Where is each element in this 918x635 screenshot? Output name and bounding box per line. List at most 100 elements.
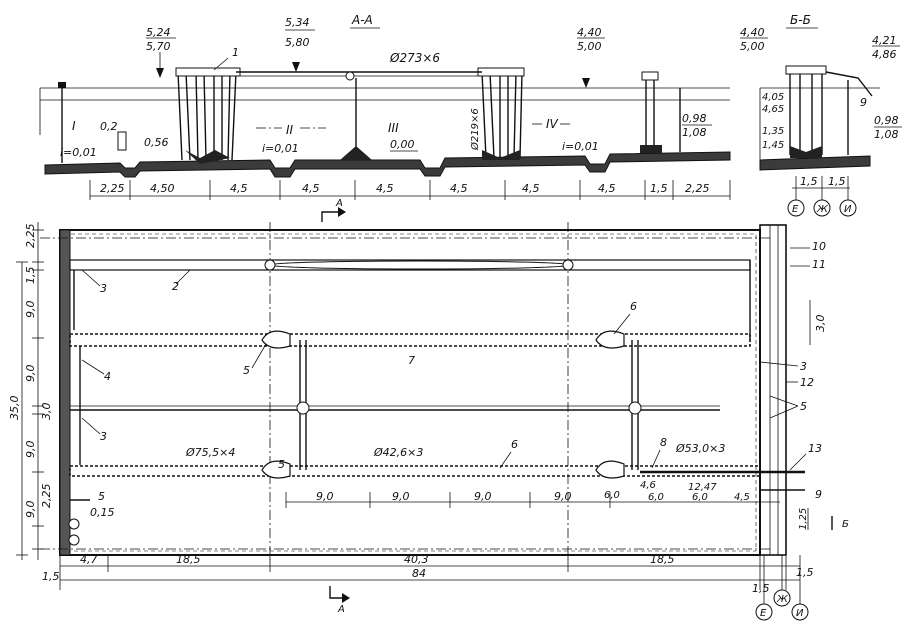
pipe-label-53: Ø53,0×3 [675,442,725,455]
section-bb: Б-Б 4,40 5,00 4,05 4,65 1,35 1,45 4,21 4… [740,13,902,217]
callout-6b: 6 [511,438,518,451]
callout-3c: 3 [800,360,807,373]
left-dim-6: 9,0 [24,501,37,519]
left-dim-1: 1,5 [24,267,37,285]
callout-3b: 3 [100,430,107,443]
sec-aa-dim-4: 4,5 [376,182,394,195]
left-dim-0: 2,25 [24,224,37,249]
plan-axis-e: Е [760,608,767,619]
right-dim-1: 1,25 [798,508,809,530]
zone-ii: II [286,123,294,137]
posts [58,71,681,163]
level-right-top: 4,40 [577,26,602,39]
callout-8: 8 [660,436,667,449]
callout-13: 13 [808,442,822,455]
zone-iii: III [388,121,399,135]
level-mid-top: 5,34 [285,16,310,29]
sec-aa-dim-1: 4,50 [150,182,175,195]
bb-axis-zh: Ж [816,204,829,215]
bb-axis-e: Е [792,204,799,215]
sec-aa-dim-8: 1,5 [650,182,668,195]
left-pipe-cluster: 1 [175,46,241,164]
bb-level-9: 1,08 [874,128,899,141]
inner-dim-3: 9,0 [554,490,572,503]
sec-aa-dim-3: 4,5 [302,182,320,195]
left-dim-9: 35,0 [8,396,21,421]
bb-level-6: 4,21 [872,34,897,47]
left-dim-4: 3,0 [40,403,53,421]
cut-b: Б [842,519,849,530]
bottom-dim-2: 40,3 [404,553,429,566]
left-dim-3: 9,0 [24,365,37,383]
pipe-label-75: Ø75,5×4 [185,446,235,459]
bottom-dim-4: 1,5 [42,570,60,583]
callouts: 2 3 3 4 5 5 5 6 6 7 8 9 10 11 3 1 [81,240,826,503]
partitions [69,259,761,477]
callout-10: 10 [812,240,826,253]
sec-aa-dim-7: 4,5 [598,182,616,195]
bb-level-4: 1,35 [762,126,784,137]
bottom-dim-6: 1,5 [752,582,770,595]
dim-0-56: 0,56 [144,136,169,149]
zone-i: I [72,119,76,133]
pipe-vertical-label: Ø219×6 [469,108,481,151]
inner-dim-9: 4,5 [734,492,750,503]
slope-1: i=0,01 [60,146,97,159]
callout-9: 9 [815,488,822,501]
level-left-bot: 5,70 [146,40,171,53]
dim-0-2: 0,2 [100,120,118,133]
pipe-main-label: Ø273×6 [389,51,440,65]
sec-aa-dim-9: 2,25 [685,182,710,195]
level-far-right-bot: 1,08 [682,126,707,139]
bottom-dim-0: 4,7 [80,553,98,566]
plan-axis-i: И [796,608,804,619]
inner-dim-4: 6,0 [604,490,620,501]
bb-level-8: 0,98 [874,114,899,127]
level-far-right-top: 0,98 [682,112,707,125]
section-aa: А-А 1 [39,13,731,200]
level-right-bot: 5,00 [577,40,602,53]
level-mid-bot: 5,80 [285,36,310,49]
left-dim-7: 2,25 [40,484,53,509]
inner-dim-0: 9,0 [316,490,334,503]
callout-1: 1 [232,46,239,59]
bb-level-0: 4,40 [740,26,765,39]
callout-5d: 5 [800,400,807,413]
right-pipe-cluster: Ø219×6 [469,67,525,160]
foundation [44,151,731,178]
bb-level-2: 4,05 [762,92,784,103]
bottom-dim-7: 1,5 [796,566,814,579]
outer-wall [59,229,761,556]
sec-aa-dim-6: 4,5 [522,182,540,195]
sec-aa-dim-5: 4,5 [450,182,468,195]
inner-dim-5: 4,6 [640,480,656,491]
pipe-nodes [261,330,625,479]
callout-4: 4 [104,370,111,383]
callout-3a: 3 [100,282,107,295]
bb-level-7: 4,86 [872,48,897,61]
inner-dim-8: 6,0 [692,492,708,503]
left-dim-2: 9,0 [24,301,37,319]
left-dim-8: 0,15 [90,506,115,519]
callout-2: 2 [172,280,179,293]
sec-aa-dim-2: 4,5 [230,182,248,195]
slope-2: i=0,01 [262,142,299,155]
callout-5a: 5 [98,490,105,503]
zone-iv: IV [546,117,559,131]
bb-level-3: 4,65 [762,104,784,115]
bb-foundation [759,155,871,171]
level-floor: 0,00 [390,138,415,151]
section-aa-title: А-А [351,13,373,27]
callout-6a: 6 [630,300,637,313]
bb-callout-9: 9 [860,96,867,109]
callout-11: 11 [812,258,826,271]
bb-axis-i: И [844,204,852,215]
callout-5b: 5 [243,364,250,377]
inner-dim-2: 9,0 [474,490,492,503]
left-dim-5: 9,0 [24,441,37,459]
inner-dim-6: 6,0 [648,492,664,503]
bottom-dim-1: 18,5 [176,553,201,566]
bb-level-1: 5,00 [740,40,765,53]
level-left-top: 5,24 [146,26,171,39]
callout-7: 7 [408,354,415,367]
